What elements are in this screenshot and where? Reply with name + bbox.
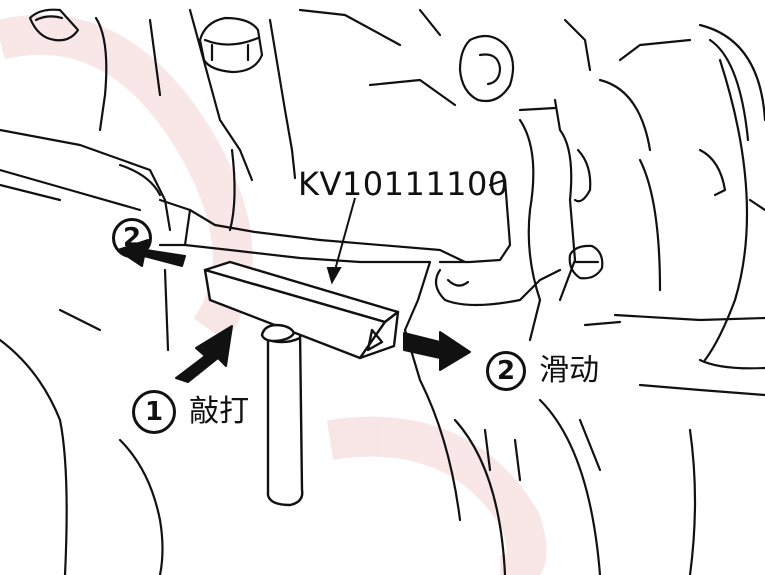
arrow-step1	[175, 325, 233, 383]
tool-code-label: KV10111100	[298, 165, 509, 203]
tool-shaft	[266, 328, 304, 507]
step-2-right-number: 2	[486, 351, 526, 391]
special-tool	[203, 260, 400, 507]
step-2-caption: 滑动	[539, 353, 600, 388]
step-2-right-marker: 2 滑动	[486, 351, 599, 391]
leader-line	[326, 197, 356, 285]
step-1-marker: 1 敲打	[132, 390, 249, 434]
step-2-left-marker: 2	[112, 218, 152, 258]
step-1-number: 1	[132, 390, 176, 434]
step-2-left-number: 2	[112, 218, 152, 258]
step-1-caption: 敲打	[189, 394, 250, 429]
arrow-step2-right	[403, 331, 471, 371]
engine-outline	[0, 8, 765, 575]
